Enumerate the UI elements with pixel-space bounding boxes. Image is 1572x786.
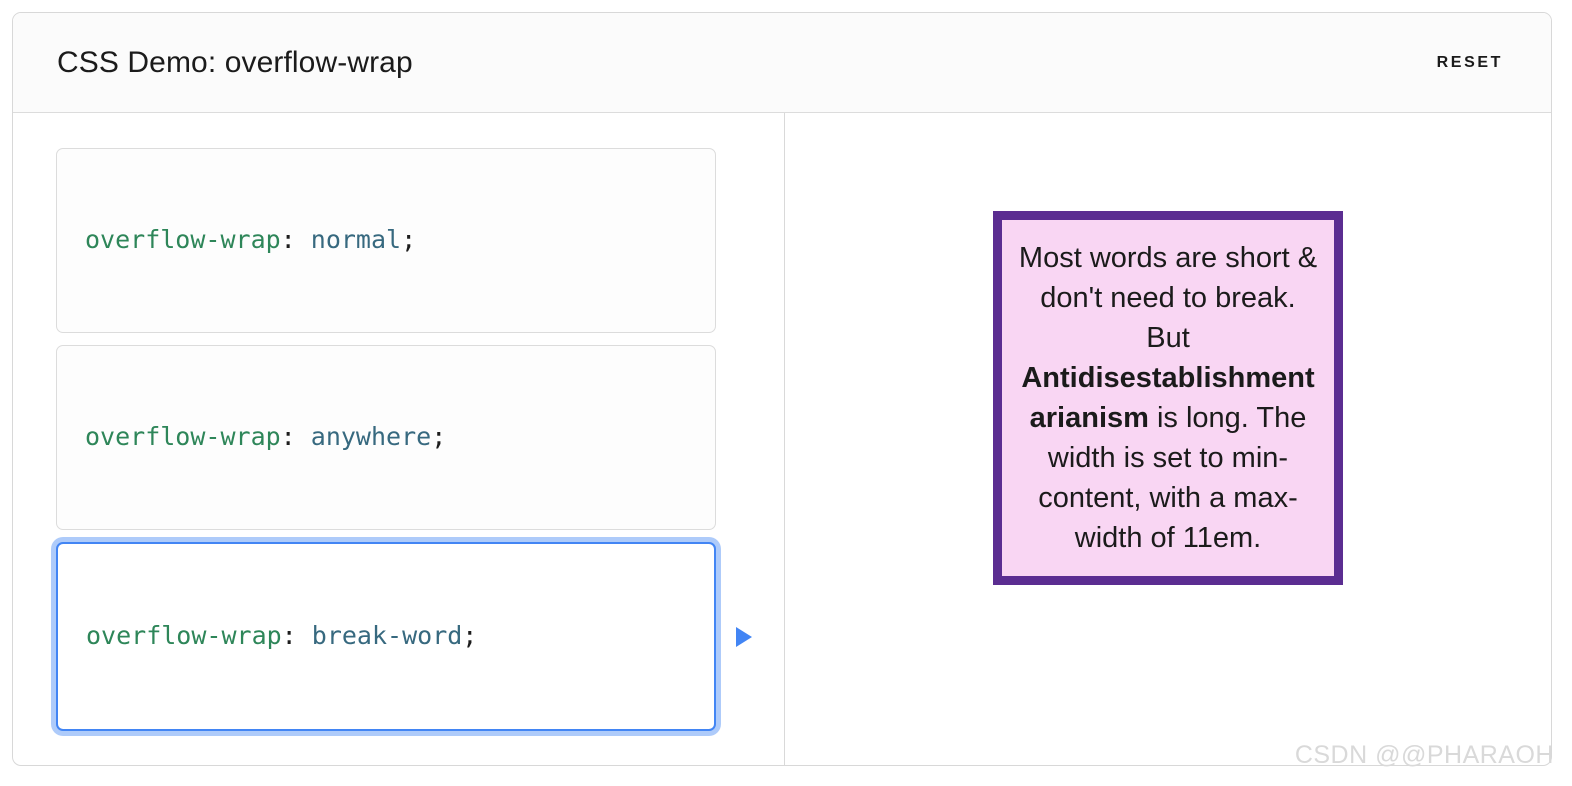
code-snippet: overflow-wrap: normal; [85, 224, 416, 257]
code-snippet: overflow-wrap: anywhere; [85, 421, 446, 454]
demo-header: CSS Demo: overflow-wrap RESET [13, 13, 1551, 113]
page-title: CSS Demo: overflow-wrap [57, 45, 413, 79]
choice-option-break-word[interactable]: overflow-wrap: break-word; [56, 542, 716, 731]
reset-button[interactable]: RESET [1433, 46, 1507, 80]
output-text-lead: Most words are short & don't need to bre… [1018, 242, 1318, 355]
output-text-tail: is long. The width is set to min-content… [1038, 402, 1307, 555]
code-property: overflow-wrap [85, 422, 281, 452]
choice-option-normal[interactable]: overflow-wrap: normal; [56, 148, 716, 333]
choice-option-anywhere[interactable]: overflow-wrap: anywhere; [56, 345, 716, 530]
code-separator: : [280, 225, 311, 255]
output-pane: Most words are short & don't need to bre… [785, 113, 1551, 765]
code-separator: : [280, 422, 311, 452]
play-triangle-icon [736, 626, 752, 647]
output-box: Most words are short & don't need to bre… [993, 211, 1343, 586]
code-separator: : [281, 621, 312, 651]
choice-row: overflow-wrap: break-word; [56, 542, 756, 731]
demo-body: overflow-wrap: normal; overflow-wrap: an… [13, 113, 1551, 765]
code-property: overflow-wrap [85, 225, 281, 255]
code-value: normal [310, 225, 402, 255]
code-terminator: ; [401, 225, 417, 255]
choice-row: overflow-wrap: normal; [56, 148, 756, 333]
output-long-word: Antidisestablishmentarianism [1021, 362, 1315, 435]
code-terminator: ; [431, 422, 447, 452]
choices-pane: overflow-wrap: normal; overflow-wrap: an… [13, 113, 785, 765]
code-property: overflow-wrap [86, 621, 282, 651]
code-value: anywhere [310, 422, 432, 452]
code-value: break-word [311, 621, 463, 651]
css-demo-container: CSS Demo: overflow-wrap RESET overflow-w… [12, 12, 1552, 766]
code-snippet: overflow-wrap: break-word; [86, 620, 477, 653]
code-terminator: ; [462, 621, 478, 651]
choice-row: overflow-wrap: anywhere; [56, 345, 756, 530]
